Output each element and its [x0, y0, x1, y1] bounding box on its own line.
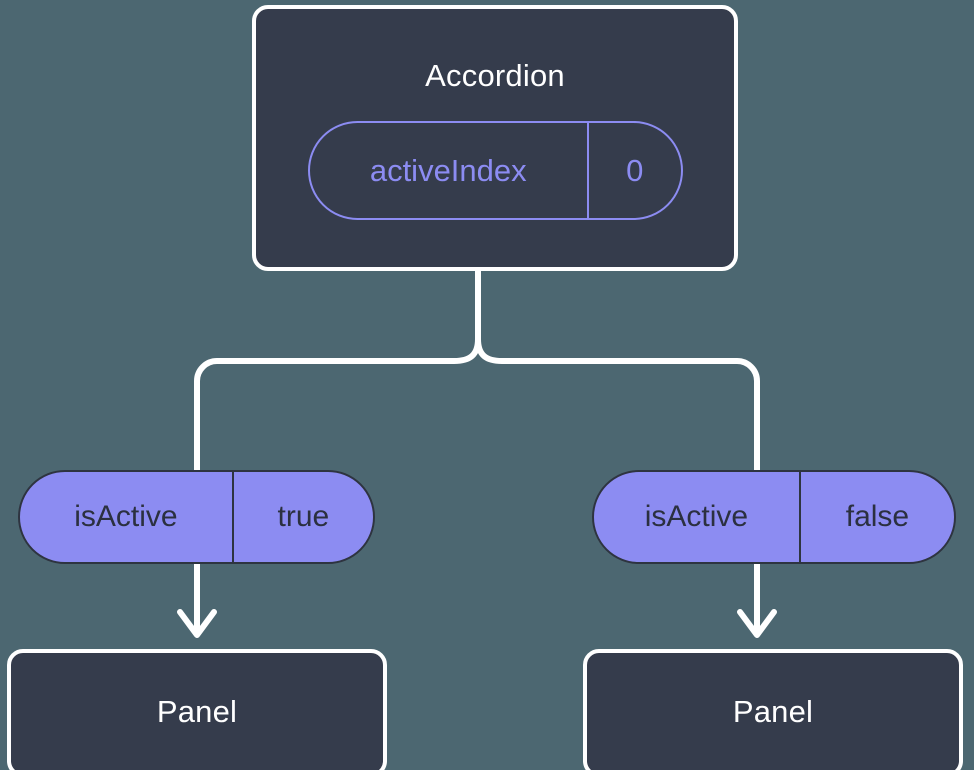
connector-fork-left [194, 336, 481, 473]
panel-right-title: Panel [732, 693, 814, 729]
prop-pill-left-value: true [231, 472, 373, 562]
state-pill-key: activeIndex [369, 153, 527, 188]
panel-node-right[interactable]: Panel [583, 649, 963, 770]
prop-pill-is-active-true[interactable]: isActive true [18, 470, 375, 564]
panel-left-title: Panel [156, 693, 238, 729]
state-pill-value: 0 [586, 123, 682, 218]
arrow-head-right-icon [737, 609, 777, 638]
prop-pill-right-value: false [798, 472, 954, 562]
prop-pill-left-key: isActive [74, 500, 178, 533]
prop-pill-is-active-false[interactable]: isActive false [592, 470, 956, 564]
accordion-title: Accordion [425, 58, 565, 93]
prop-pill-right-key: isActive [644, 500, 749, 533]
connector-fork-right [475, 336, 760, 473]
panel-node-left[interactable]: Panel [7, 649, 387, 770]
state-pill-active-index[interactable]: activeIndex 0 [308, 121, 683, 220]
arrow-head-left-icon [177, 609, 217, 638]
